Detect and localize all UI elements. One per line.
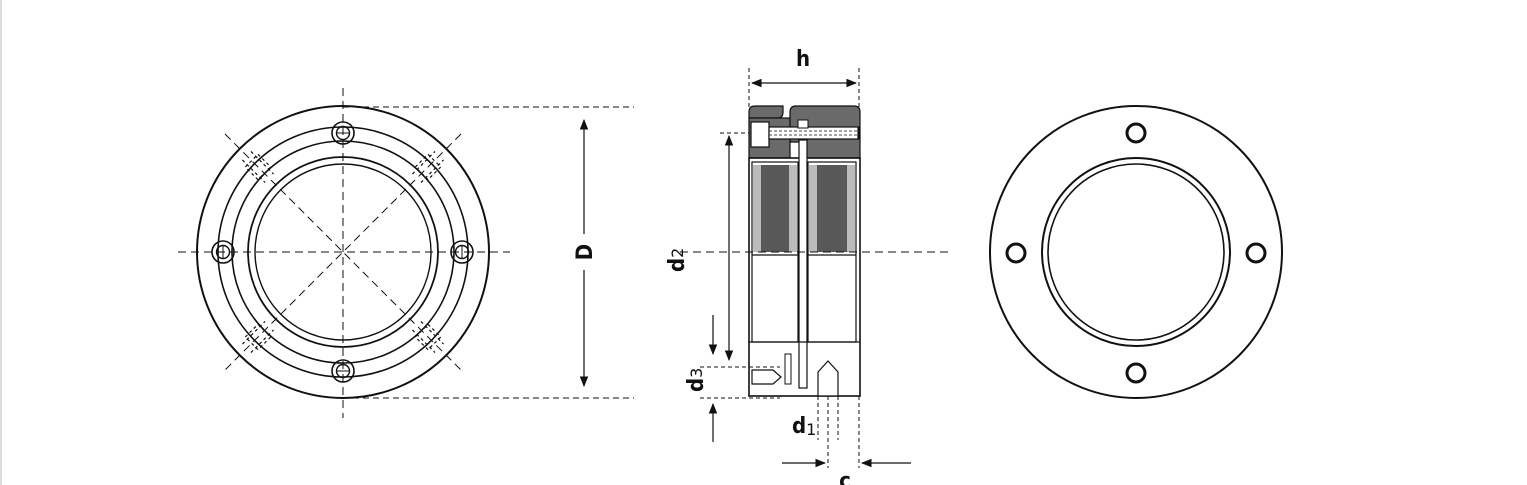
center-sleeve [798, 139, 808, 389]
dimension-d2: d2 [665, 134, 734, 362]
dimension-c: c [782, 396, 911, 485]
section-view [680, 68, 948, 397]
back-view-right [989, 105, 1283, 399]
screw-head [750, 121, 770, 148]
bolt-ring-inner [231, 140, 455, 364]
d1-drill-hole [817, 360, 839, 397]
screw-right [450, 240, 474, 264]
dimension-h: h [750, 47, 858, 88]
back-hole-left [1005, 242, 1027, 264]
disc-hatching [753, 165, 855, 252]
dimension-D: D [572, 118, 598, 388]
back-bore-ring-outer [1041, 157, 1231, 347]
label-d3-main: d [684, 378, 709, 392]
label-c: c [839, 469, 851, 485]
back-bore-ring-inner [1047, 163, 1225, 341]
flange-top-left [748, 105, 784, 119]
label-d3-sub: 3 [687, 368, 706, 378]
svg-text:d3: d3 [684, 368, 709, 392]
back-outer-ring [989, 105, 1283, 399]
svg-text:d2: d2 [665, 248, 690, 272]
screw-top [331, 121, 355, 145]
label-D: D [573, 244, 598, 260]
dimension-d1: d1 [792, 396, 839, 440]
label-d1-main: d [792, 414, 806, 439]
back-hole-top [1125, 122, 1147, 144]
back-hole-right [1245, 242, 1267, 264]
bore-ring-outer [247, 156, 439, 348]
svg-text:d1: d1 [792, 414, 816, 439]
screw-bottom [331, 359, 355, 383]
screw-shank [768, 126, 860, 140]
back-hole-bottom [1125, 362, 1147, 384]
label-h: h [796, 47, 810, 72]
bore-ring-inner [254, 163, 432, 341]
screw-left [211, 240, 235, 264]
front-view-left [178, 88, 634, 418]
label-d2-main: d [665, 258, 690, 272]
dimension-d3: d3 [684, 315, 780, 442]
d3-drill-hole [751, 369, 782, 385]
label-d2-sub: 2 [668, 248, 687, 258]
label-d1-sub: 1 [806, 420, 816, 439]
